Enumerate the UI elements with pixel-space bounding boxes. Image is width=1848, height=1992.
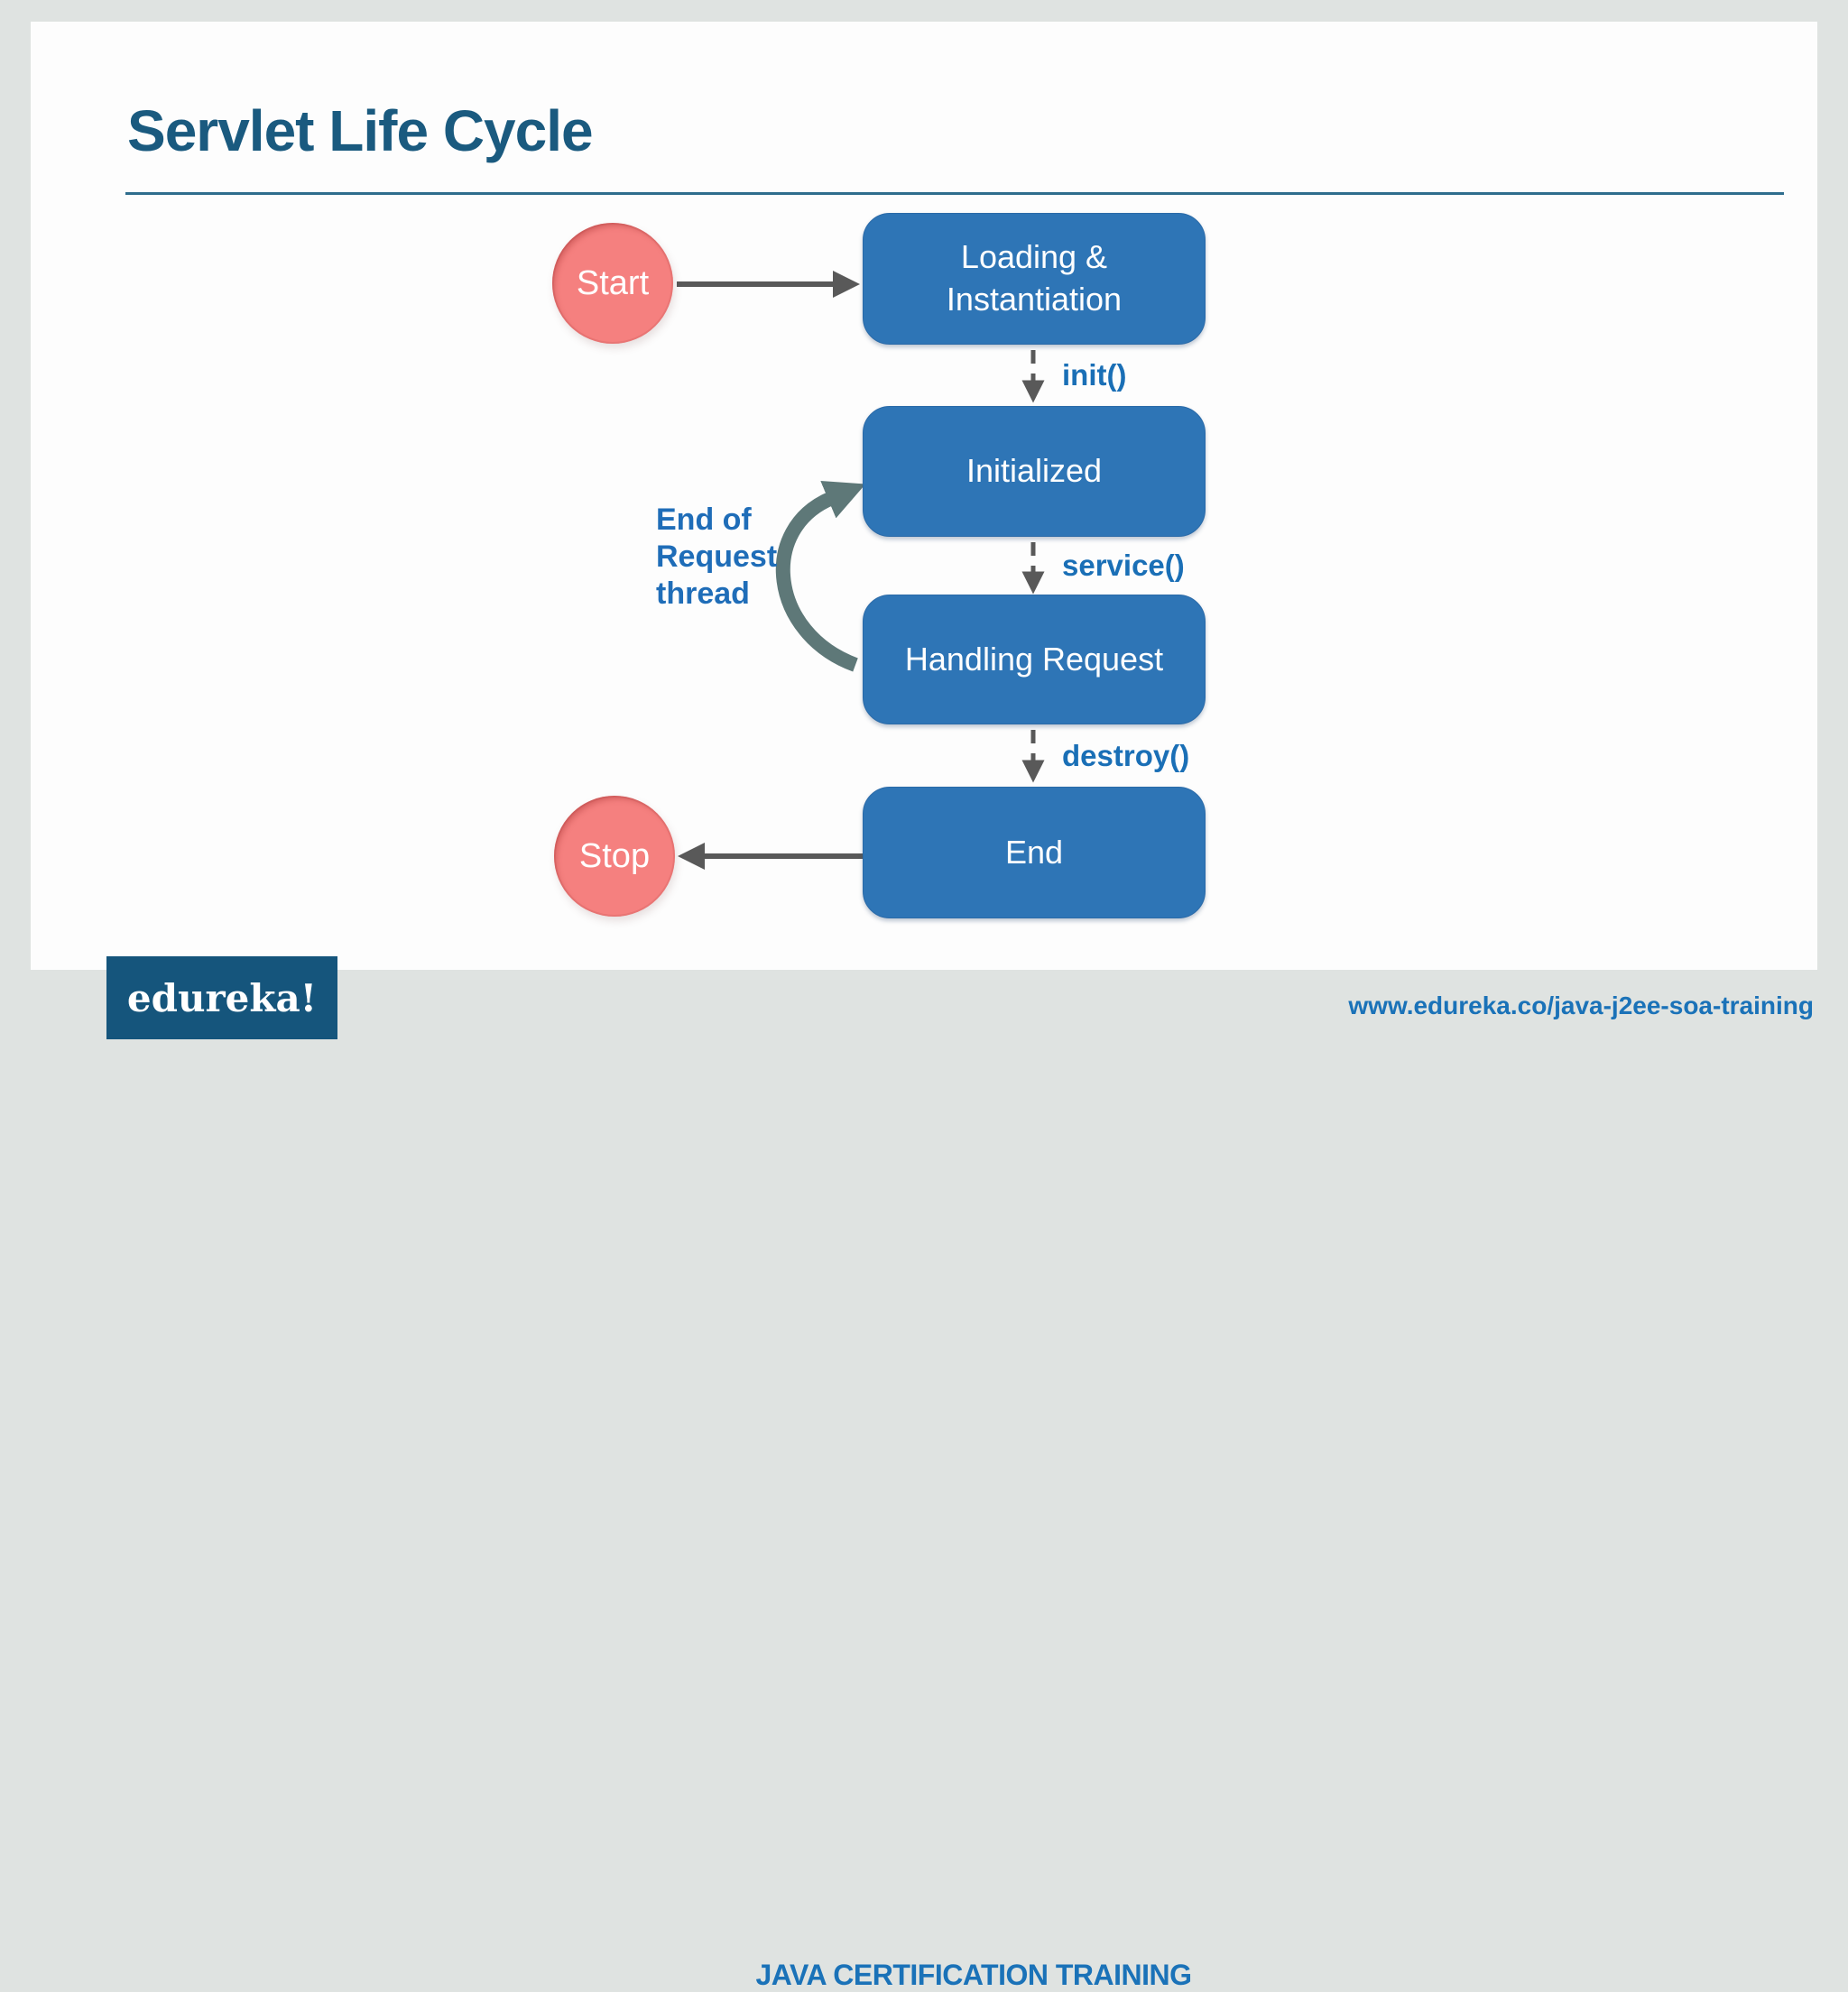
state-label: End [1004,833,1064,871]
flow-connectors [677,271,1045,870]
transition-label-service: service() [1062,549,1185,582]
title-underline [125,192,1784,195]
stop-node: Stop [554,796,675,917]
state-initialized: Initialized [863,406,1206,537]
footer-course-link[interactable]: www.edureka.co/java-j2ee-soa-training [1348,991,1814,1019]
state-loading-instantiation: Loading & Instantiation [863,213,1206,345]
state-handling-request: Handling Request [863,595,1206,724]
state-label: Loading & Instantiation [946,238,1123,318]
edureka-logo: edureka! [106,956,337,1039]
slide-page: Servlet Life Cycle Start Loading & Insta… [31,22,1817,1991]
loop-arrow [775,481,866,672]
loop-label-end-of-request-thread: End of Request thread [656,503,778,611]
start-node: Start [552,223,673,344]
start-node-label: Start [576,263,650,302]
state-label: Handling Request [904,640,1164,678]
footer-course-title: JAVA CERTIFICATION TRAINING [755,1959,1192,1991]
transition-label-destroy: destroy() [1062,739,1190,772]
state-label: Initialized [966,452,1103,490]
stop-node-label: Stop [578,836,651,875]
edureka-logo-text: edureka! [126,975,318,1020]
page-title: Servlet Life Cycle [127,98,594,163]
state-end: End [863,787,1206,918]
transition-label-init: init() [1062,358,1127,392]
